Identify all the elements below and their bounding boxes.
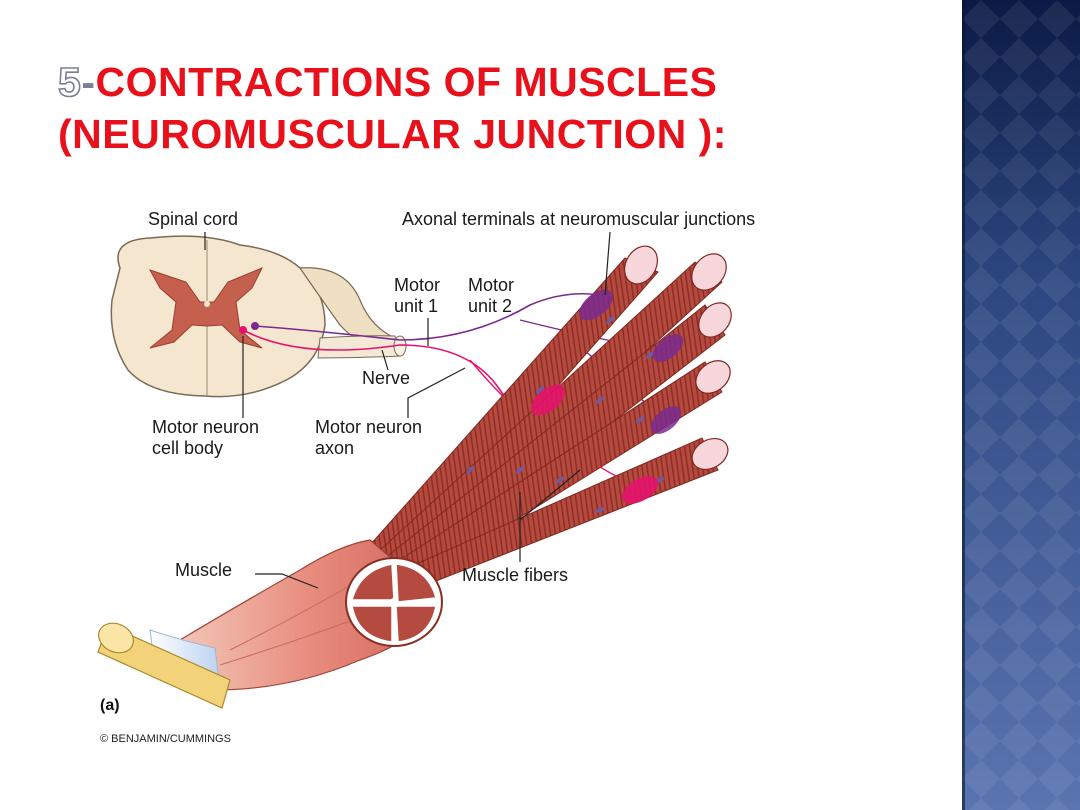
spinal-cord	[110, 235, 401, 398]
sidebar-decoration	[962, 0, 1080, 810]
title-dash: -	[81, 59, 96, 105]
copyright-text: © BENJAMIN/CUMMINGS	[100, 733, 231, 745]
label-panel-a: (a)	[100, 697, 120, 714]
tendon-and-bone	[97, 622, 231, 709]
title-line-2: (NEUROMUSCULAR JUNCTION ):	[58, 111, 727, 157]
nerve	[317, 335, 407, 359]
neuromuscular-junctions	[531, 289, 684, 504]
muscle	[179, 539, 443, 691]
muscle-fibers	[369, 245, 732, 586]
label-axonal-terminals: Axonal terminals at neuromuscular juncti…	[402, 209, 755, 229]
title-number: 5	[57, 58, 82, 106]
label-muscle-fibers: Muscle fibers	[462, 565, 568, 585]
label-motor-neuron-axon-line2: axon	[315, 438, 354, 458]
label-motor-unit-1-line2: unit 1	[394, 296, 438, 316]
label-motor-neuron-cell-body-line1: Motor neuron	[152, 417, 259, 437]
label-nerve: Nerve	[362, 368, 410, 388]
label-muscle: Muscle	[175, 560, 232, 580]
title-line-1: CONTRACTIONS OF MUSCLES	[95, 59, 718, 105]
label-motor-unit-2-line1: Motor	[468, 275, 514, 295]
label-spinal-cord: Spinal cord	[148, 209, 238, 229]
label-motor-unit-1-line1: Motor	[394, 275, 440, 295]
label-motor-neuron-cell-body-line2: cell body	[152, 438, 223, 458]
label-motor-unit-2-line2: unit 2	[468, 296, 512, 316]
neuromuscular-diagram: Spinal cord Axonal terminals at neuromus…	[97, 209, 755, 745]
leader-lines	[204, 231, 611, 589]
motor-unit-2-axon	[254, 292, 601, 341]
slide-title: 5-CONTRACTIONS OF MUSCLES (NEUROMUSCULAR…	[57, 56, 938, 160]
label-motor-neuron-axon-line1: Motor neuron	[315, 417, 422, 437]
